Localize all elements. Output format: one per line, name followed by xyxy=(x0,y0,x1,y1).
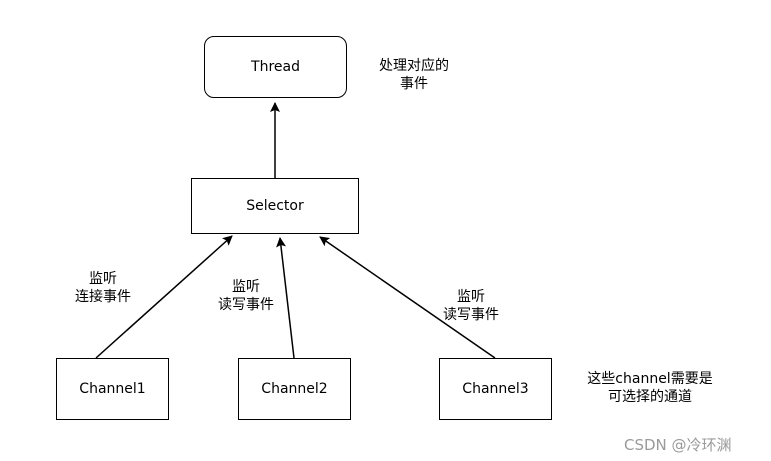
selector-node: Selector xyxy=(191,178,359,234)
channel-note-line-1: 这些channel需要是 xyxy=(587,371,713,387)
arrow-channel3-to-selector xyxy=(319,236,496,359)
channel3-node-label: Channel3 xyxy=(462,381,529,397)
channel-note-line-2: 可选择的通道 xyxy=(608,389,692,405)
channel1-node: Channel1 xyxy=(56,358,169,420)
arrow-channel1-to-selector xyxy=(95,235,233,359)
edge2-note: 监听 读写事件 xyxy=(201,278,291,314)
thread-note-line-1: 处理对应的 xyxy=(379,58,449,74)
arrow-channel2-to-selector xyxy=(276,237,295,359)
thread-note-line-2: 事件 xyxy=(400,76,428,92)
channel2-node-label: Channel2 xyxy=(261,381,328,397)
channel3-node: Channel3 xyxy=(439,358,552,420)
edge2-note-line-2: 读写事件 xyxy=(218,297,274,313)
edge1-note-line-2: 连接事件 xyxy=(75,289,131,305)
edge1-note-line-1: 监听 xyxy=(89,271,117,287)
selector-node-label: Selector xyxy=(246,198,304,214)
edge3-note: 监听 读写事件 xyxy=(426,288,516,324)
thread-node: Thread xyxy=(204,36,347,98)
channel2-node: Channel2 xyxy=(238,358,351,420)
edge3-note-line-2: 读写事件 xyxy=(443,307,499,323)
channel-note: 这些channel需要是 可选择的通道 xyxy=(570,370,730,406)
channel1-node-label: Channel1 xyxy=(79,381,146,397)
edge3-note-line-1: 监听 xyxy=(457,289,485,305)
watermark: CSDN @冷环渊 xyxy=(624,436,732,454)
thread-note: 处理对应的 事件 xyxy=(369,57,459,93)
edge2-note-line-1: 监听 xyxy=(232,279,260,295)
thread-node-label: Thread xyxy=(251,59,300,75)
edge1-note: 监听 连接事件 xyxy=(58,270,148,306)
